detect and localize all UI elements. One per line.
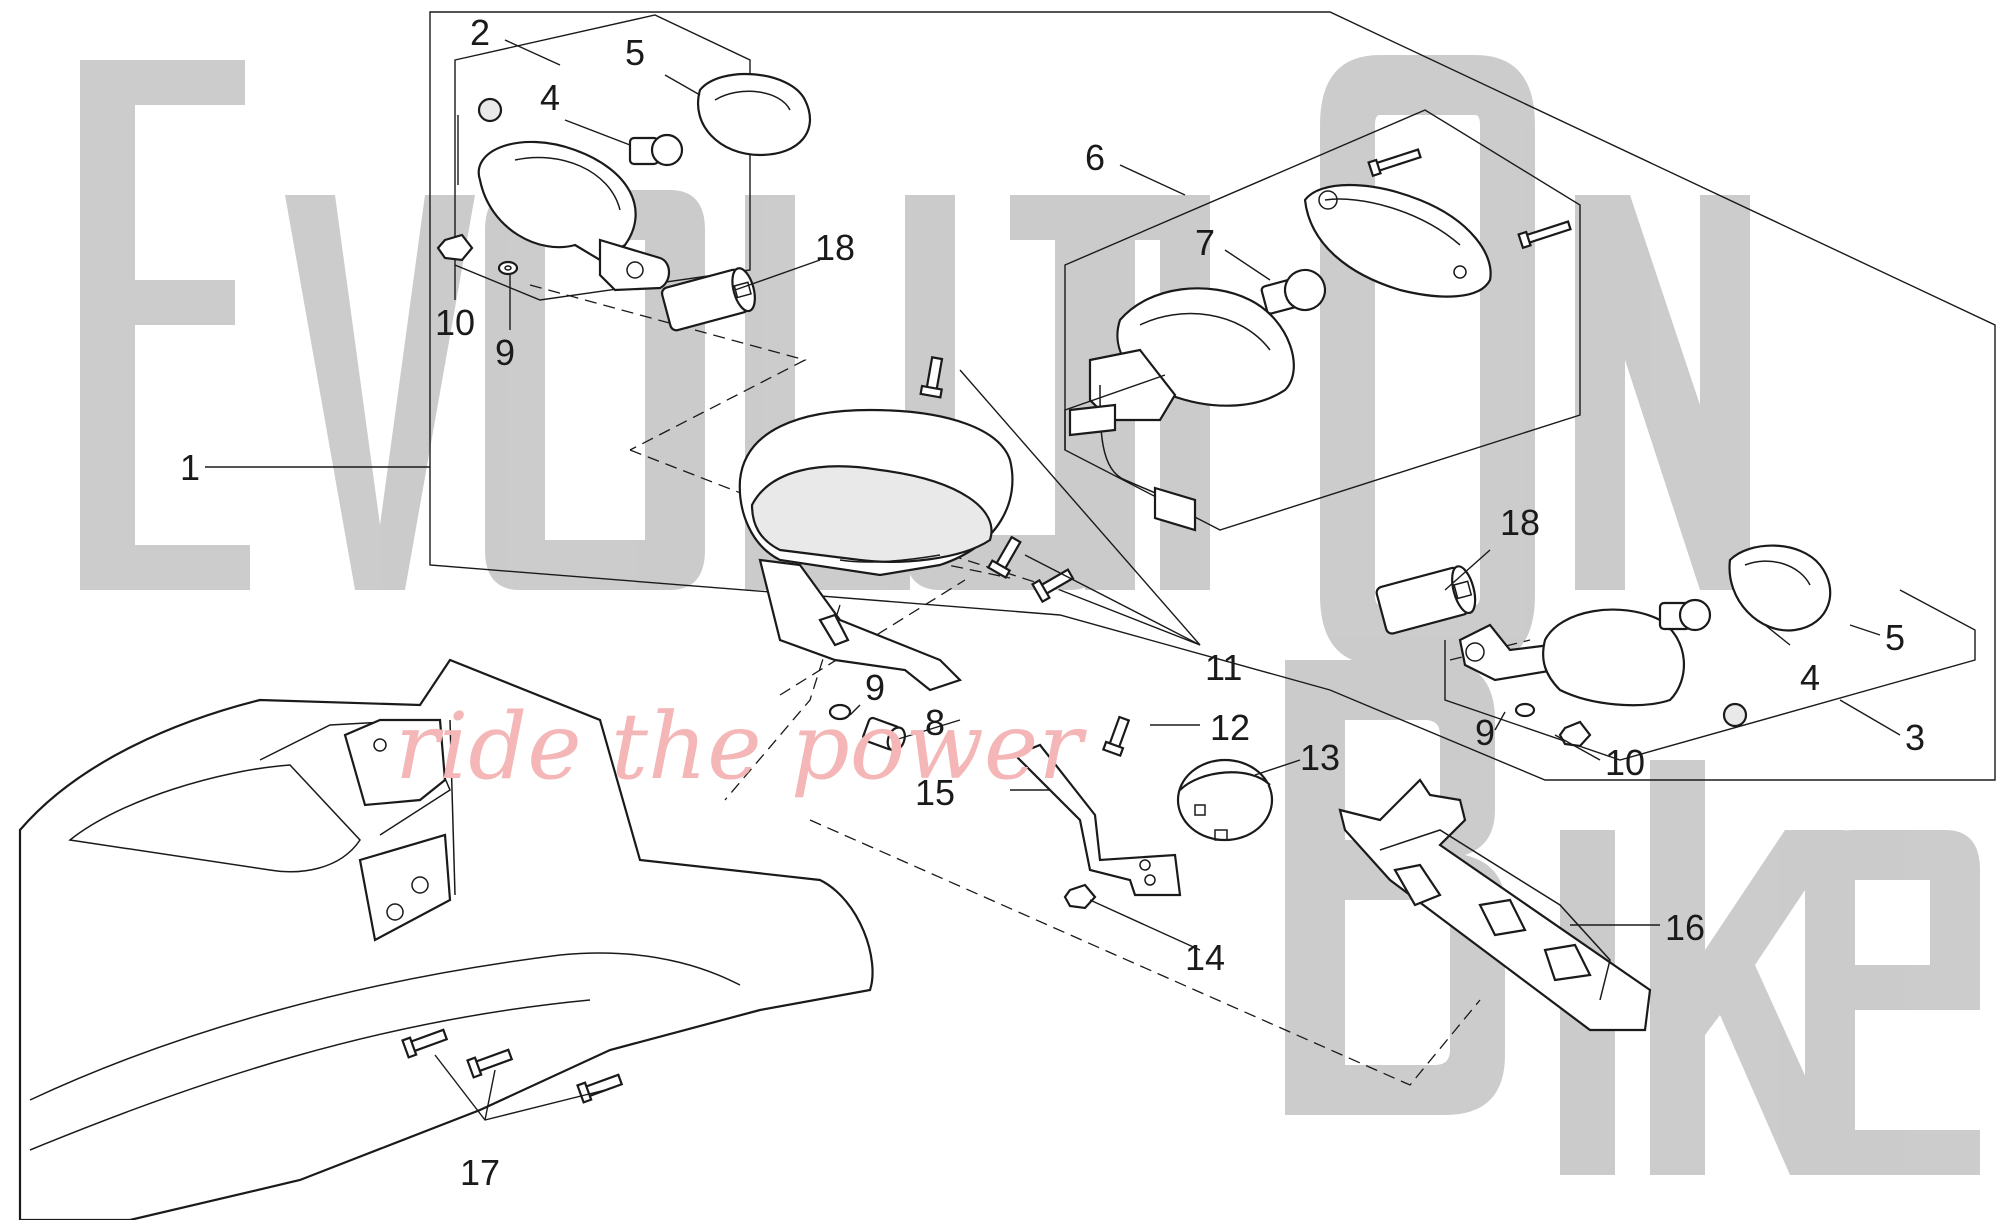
callout-16: 16 — [1665, 907, 1705, 948]
callout-9: 9 — [865, 667, 885, 708]
callout-4: 4 — [1800, 657, 1820, 698]
callout-3: 3 — [1905, 717, 1925, 758]
callout-2: 2 — [470, 12, 490, 53]
callout-7: 7 — [1195, 222, 1215, 263]
callout-10: 10 — [1605, 742, 1645, 783]
main-assembly-frame — [429, 11, 1996, 781]
leader-lines — [205, 39, 1901, 1121]
callout-9: 9 — [1475, 712, 1495, 753]
left-indicator — [436, 72, 811, 332]
rear-fender — [18, 658, 874, 1220]
brand-tagline: ride the power — [395, 693, 1087, 800]
callout-13: 13 — [1300, 737, 1340, 778]
callout-5: 5 — [1885, 617, 1905, 658]
callout-12: 12 — [1210, 707, 1250, 748]
callout-18: 18 — [1500, 502, 1540, 543]
callout-6: 6 — [1085, 137, 1105, 178]
fender-screws — [401, 1028, 624, 1104]
callout-labels: 1 2 3 4 4 5 5 6 7 8 9 9 9 10 10 11 12 13… — [180, 12, 1925, 1193]
callout-5: 5 — [625, 32, 645, 73]
licence-plate-assembly — [1013, 715, 1652, 1032]
callout-8: 8 — [925, 702, 945, 743]
tail-lamp-housing — [738, 356, 1075, 752]
callout-10: 10 — [435, 302, 475, 343]
right-indicator — [1375, 544, 1832, 748]
callout-4: 4 — [540, 77, 560, 118]
callout-15: 15 — [915, 772, 955, 813]
callout-11: 11 — [1205, 647, 1242, 688]
callout-17: 17 — [460, 1152, 500, 1193]
callout-14: 14 — [1185, 937, 1225, 978]
right-indicator-frame — [1444, 589, 1976, 761]
callout-18: 18 — [815, 227, 855, 268]
callout-9: 9 — [495, 332, 515, 373]
tail-lamp-assembly — [1068, 148, 1572, 532]
callout-1: 1 — [180, 447, 200, 488]
